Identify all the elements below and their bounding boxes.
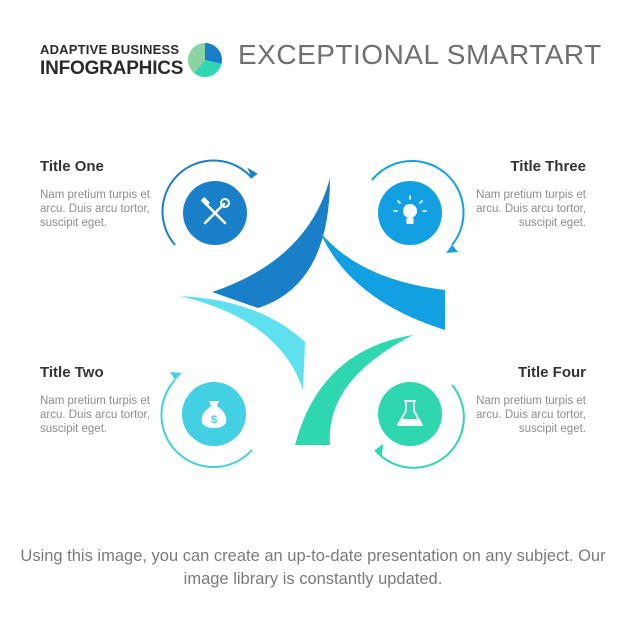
pie-logo-icon: [187, 42, 222, 78]
item-four: Title Four Nam pretium turpis et arcu. D…: [456, 364, 586, 436]
footer-text: Using this image, you can create an up-t…: [20, 547, 606, 588]
light-bulb-icon: [393, 195, 427, 224]
item-two-title: Title Two: [40, 364, 104, 381]
item-three: Title Three Nam pretium turpis et arcu. …: [456, 158, 586, 230]
item-one-body: Nam pretium turpis et arcu. Duis arcu to…: [40, 189, 150, 229]
item-four-title: Title Four: [517, 364, 586, 381]
item-one: Title One Nam pretium turpis et arcu. Du…: [40, 158, 170, 230]
item-one-circle: [161, 159, 258, 246]
item-two-body: Nam pretium turpis et arcu. Duis arcu to…: [40, 395, 150, 435]
flask-icon: [397, 400, 423, 426]
brand-line2: INFOGRAPHICS: [40, 58, 184, 79]
page-title: EXCEPTIONAL SMARTART: [238, 39, 602, 70]
item-two: Title Two Nam pretium turpis et arcu. Du…: [40, 364, 170, 436]
money-bag-icon: $: [201, 401, 227, 428]
petal-two: [180, 296, 305, 390]
item-four-circle: [374, 382, 465, 469]
item-four-body: Nam pretium turpis et arcu. Duis arcu to…: [476, 395, 586, 435]
item-three-circle: [371, 159, 465, 253]
item-three-title: Title Three: [510, 158, 586, 175]
petal-three: [320, 232, 445, 330]
petal-one: [212, 178, 330, 308]
item-one-title: Title One: [40, 158, 104, 175]
petal-four: [295, 335, 413, 445]
tools-icon: [200, 197, 230, 225]
brand-line1: ADAPTIVE BUSINESS: [40, 42, 180, 57]
svg-text:$: $: [211, 414, 217, 426]
item-three-body: Nam pretium turpis et arcu. Duis arcu to…: [476, 189, 586, 229]
brand: ADAPTIVE BUSINESS INFOGRAPHICS: [40, 42, 190, 80]
